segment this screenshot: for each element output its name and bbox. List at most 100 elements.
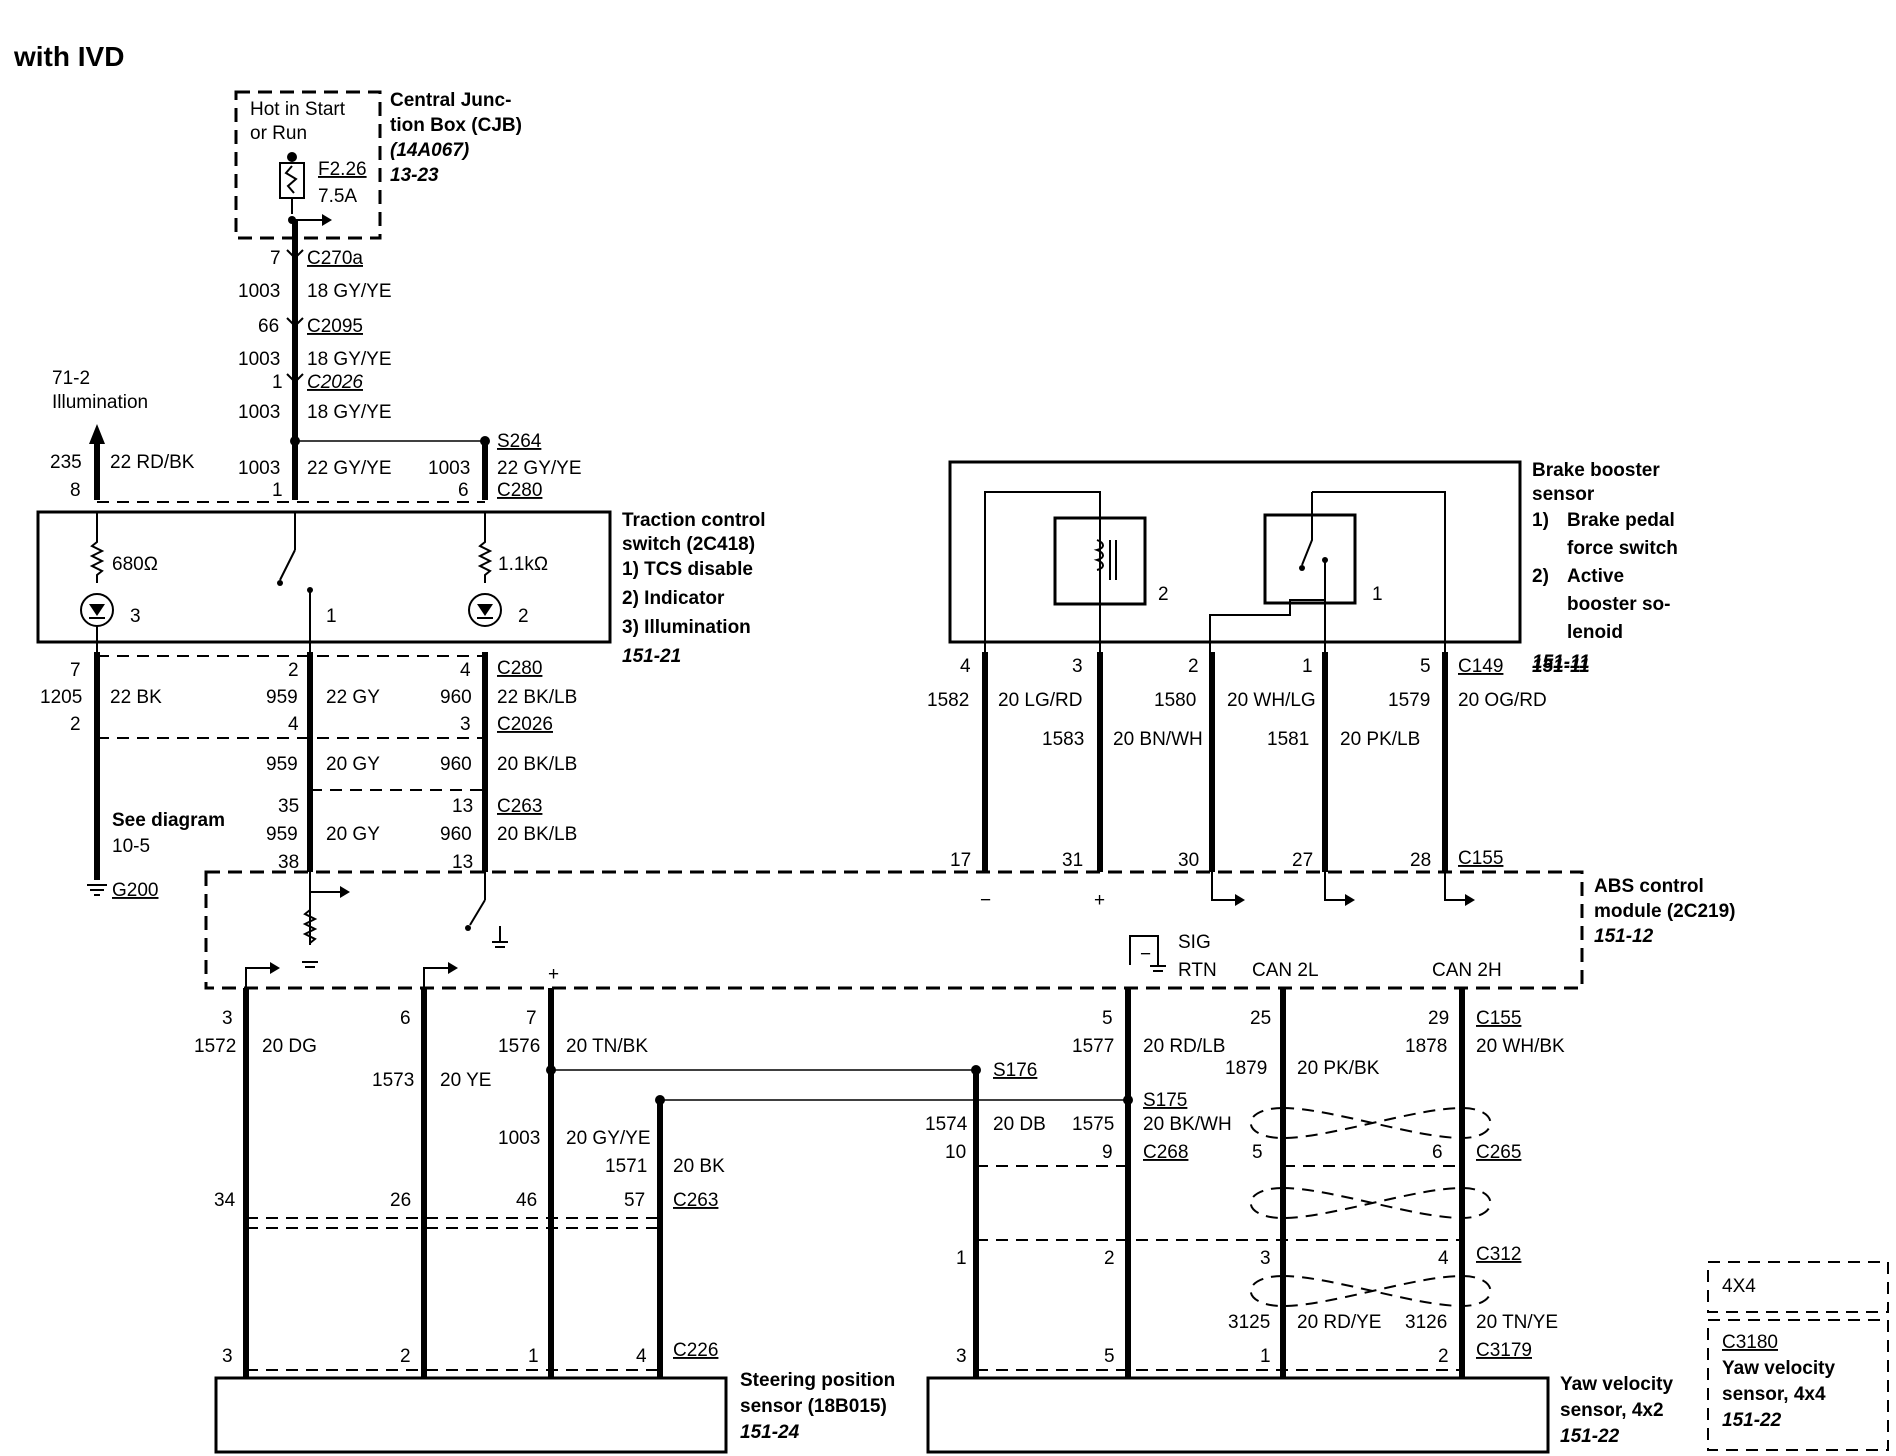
c312-pin-1: 1 bbox=[956, 1248, 967, 1269]
c149-label: C149 bbox=[1458, 656, 1503, 677]
brake-item1-l2: force switch bbox=[1567, 538, 1678, 559]
c312-pin-3: 3 bbox=[1260, 1248, 1271, 1269]
tcs-out-r-pin2: 3 bbox=[460, 714, 471, 735]
s264-label: S264 bbox=[497, 431, 542, 452]
alt-ref: 151-22 bbox=[1722, 1410, 1782, 1431]
c263-c2: 960 bbox=[440, 824, 472, 845]
yaw-pin-29: 29 bbox=[1428, 1008, 1449, 1029]
c280-pin-6: 6 bbox=[458, 480, 469, 501]
brake-ref-2: 151-11 bbox=[1532, 656, 1590, 677]
steer-pin-46: 46 bbox=[516, 1190, 537, 1211]
brake-c1580: 1580 bbox=[1154, 690, 1196, 711]
steer-pin-26: 26 bbox=[390, 1190, 411, 1211]
fuse-element-icon bbox=[284, 165, 298, 194]
steer-pin-3: 3 bbox=[222, 1008, 233, 1029]
alt-connector: C3180 bbox=[1722, 1332, 1778, 1353]
brake-item1-num: 1) bbox=[1532, 510, 1549, 531]
yaw-sensor-box bbox=[926, 1376, 1550, 1454]
abs-resistor-icon bbox=[302, 909, 318, 944]
c268-pin-9: 9 bbox=[1102, 1142, 1113, 1163]
brake-w1581: 20 PK/LB bbox=[1340, 729, 1420, 750]
steering-wires bbox=[243, 988, 663, 1378]
tcs-item-3: 3) Illumination bbox=[622, 617, 751, 638]
s264-wire-a: 22 GY/YE bbox=[307, 458, 392, 479]
twisted-pair-icon-1 bbox=[1250, 1106, 1492, 1140]
c3179-pin-5: 5 bbox=[1104, 1346, 1115, 1367]
yaw-name1: Yaw velocity bbox=[1560, 1374, 1673, 1395]
fuse-icon bbox=[279, 162, 305, 199]
yaw-pin-5: 5 bbox=[1102, 1008, 1113, 1029]
brake-c1582: 1582 bbox=[927, 690, 969, 711]
steer-c1572: 1572 bbox=[194, 1036, 236, 1057]
resistor-680-icon bbox=[89, 512, 105, 583]
c155-pin-31: 31 bbox=[1062, 850, 1083, 871]
abs-plus: + bbox=[1094, 890, 1105, 911]
yaw-c3126: 3126 bbox=[1405, 1312, 1447, 1333]
c226-label: C226 bbox=[673, 1340, 718, 1361]
brake-item2-l2: booster so- bbox=[1567, 594, 1670, 615]
see-diagram: See diagram bbox=[112, 810, 225, 831]
tcs-out-m-wire: 22 GY bbox=[326, 687, 380, 708]
g200-label: G200 bbox=[112, 880, 158, 901]
illum-label: Illumination bbox=[52, 392, 148, 413]
c155-pin-30: 30 bbox=[1178, 850, 1199, 871]
cjb-name1: Central Junc- bbox=[390, 90, 511, 111]
svg-text:18 GY/YE: 18 GY/YE bbox=[307, 281, 392, 302]
s264-circuit-b: 1003 bbox=[428, 458, 470, 479]
c155-pin-17: 17 bbox=[950, 850, 971, 871]
yaw-w3126: 20 TN/YE bbox=[1476, 1312, 1558, 1333]
illum-circuit: 235 bbox=[50, 452, 82, 473]
yaw-w1878: 20 WH/BK bbox=[1476, 1036, 1565, 1057]
c155-pin-28: 28 bbox=[1410, 850, 1431, 871]
c226-pin-3: 3 bbox=[222, 1346, 233, 1367]
c268-pin-10: 10 bbox=[945, 1142, 966, 1163]
c3179-pin-1: 1 bbox=[1260, 1346, 1271, 1367]
illum-ref: 71-2 bbox=[52, 368, 90, 389]
tcs-out-m-pin2: 4 bbox=[288, 714, 299, 735]
abs-module-box bbox=[204, 870, 1584, 990]
connector-c2095: 66 C2095 1003 18 GY/YE bbox=[238, 316, 392, 370]
alt-name2: sensor, 4x4 bbox=[1722, 1384, 1826, 1405]
resistor-1k1-icon bbox=[477, 512, 493, 583]
c312-label: C312 bbox=[1476, 1244, 1521, 1265]
cjb-name2: tion Box (CJB) bbox=[390, 115, 522, 136]
abs-ground-icon-2 bbox=[492, 926, 508, 948]
steer-w1576: 20 TN/BK bbox=[566, 1036, 648, 1057]
twisted-pair-icon-3 bbox=[1250, 1274, 1492, 1308]
see-diagram-ref: 10-5 bbox=[112, 836, 150, 857]
abs-name1: ABS control bbox=[1594, 876, 1704, 897]
s176-label: S176 bbox=[993, 1060, 1037, 1081]
tcs-out-m-pin: 2 bbox=[288, 660, 299, 681]
s264-circuit-a: 1003 bbox=[238, 458, 280, 479]
c149-pin-3: 3 bbox=[1072, 656, 1083, 677]
abs-ground-icon-1 bbox=[302, 961, 318, 968]
tcs-pin-1: 1 bbox=[326, 606, 337, 627]
c265-label: C265 bbox=[1476, 1142, 1521, 1163]
svg-text:7: 7 bbox=[270, 248, 281, 269]
tcs-pin-2: 2 bbox=[518, 606, 529, 627]
diagram-title: with IVD bbox=[13, 41, 124, 72]
svg-text:18 GY/YE: 18 GY/YE bbox=[307, 402, 392, 423]
yaw-w1575: 20 BK/WH bbox=[1143, 1114, 1232, 1135]
steer-c1571: 1571 bbox=[605, 1156, 647, 1177]
alt-4x4-label: 4X4 bbox=[1722, 1276, 1756, 1297]
tcs-out-r-wire: 22 BK/LB bbox=[497, 687, 577, 708]
svg-text:18 GY/YE: 18 GY/YE bbox=[307, 349, 392, 370]
yaw-w1879: 20 PK/BK bbox=[1297, 1058, 1380, 1079]
sig-ground-icon bbox=[1150, 958, 1166, 972]
c155-label-bottom: C155 bbox=[1476, 1008, 1521, 1029]
steer-w1572: 20 DG bbox=[262, 1036, 317, 1057]
brake-wires bbox=[982, 652, 1448, 872]
cjb-part: (14A067) bbox=[390, 140, 469, 161]
abs-ref: 151-12 bbox=[1594, 926, 1654, 947]
c2026-label: C2026 bbox=[497, 714, 553, 735]
c265-pin-5: 5 bbox=[1252, 1142, 1263, 1163]
mid-c2: 960 bbox=[440, 754, 472, 775]
mid-c1: 959 bbox=[266, 754, 298, 775]
yaw-w3125: 20 RD/YE bbox=[1297, 1312, 1381, 1333]
steering-name1: Steering position bbox=[740, 1370, 895, 1391]
steer-pin-34: 34 bbox=[214, 1190, 236, 1211]
illum-pin: 8 bbox=[70, 480, 81, 501]
brake-booster-box bbox=[948, 460, 1522, 644]
steer-pin-57: 57 bbox=[624, 1190, 645, 1211]
